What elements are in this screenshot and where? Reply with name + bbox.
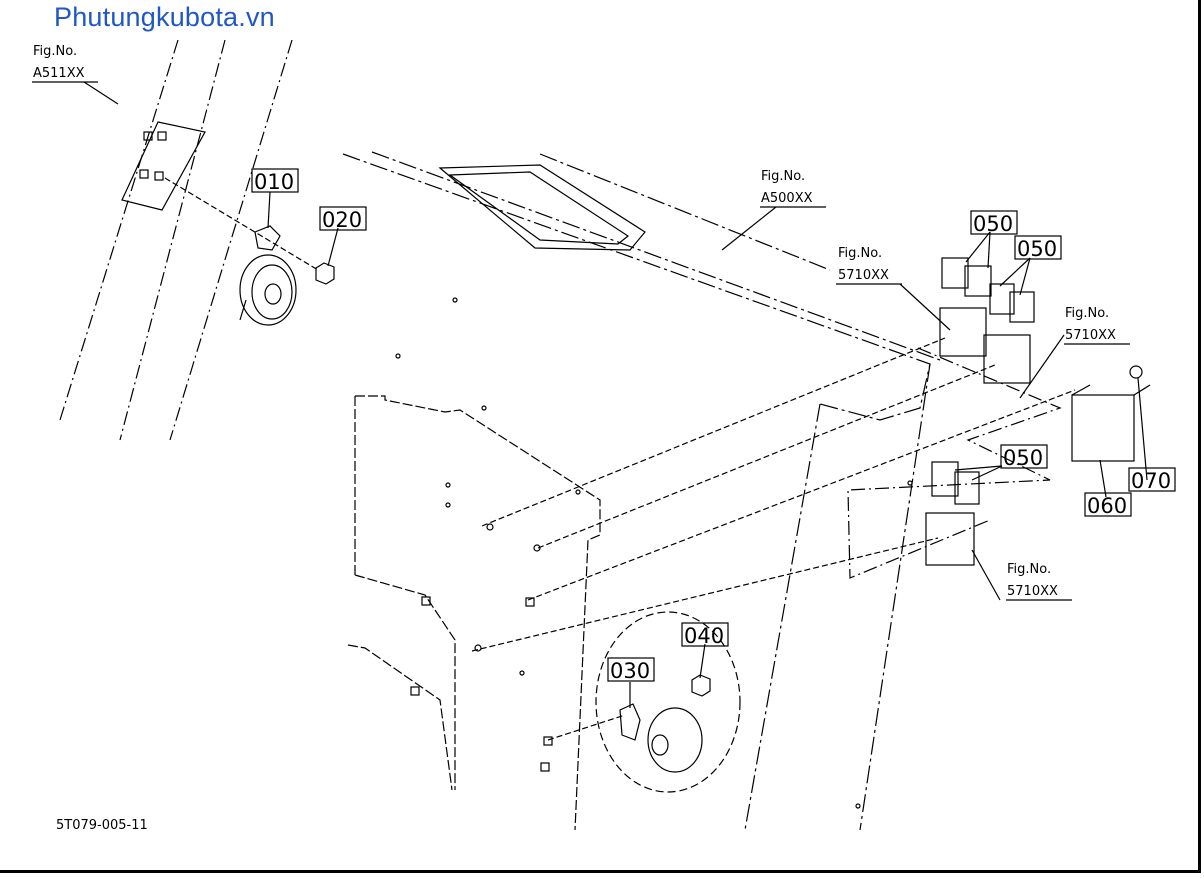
callout-070: 070 [1131,469,1171,493]
svg-text:A511XX: A511XX [33,66,85,81]
callout-060: 060 [1087,494,1127,518]
callout-050-c: 050 [1003,446,1043,470]
weld-nuts [410,596,553,772]
fig-ref-a511: Fig.No. A511XX [33,44,85,81]
svg-text:5710XX: 5710XX [838,268,889,283]
watermark: Phutungkubota.vn [54,2,275,32]
callout-010: 010 [254,170,294,194]
svg-text:5710XX: 5710XX [1007,584,1058,599]
fig-ref-5710-top: Fig.No. 5710XX [838,246,889,283]
top-opening [438,164,646,251]
fig-ref-5710-right: Fig.No. 5710XX [1065,306,1116,343]
bolt-070 [1129,365,1143,379]
callout-020: 020 [322,208,362,232]
inner-panel [347,395,601,831]
svg-text:Fig.No.: Fig.No. [33,44,77,59]
fig-ref-5710-bottom: Fig.No. 5710XX [1007,562,1058,599]
phantom-lines [164,177,1076,741]
horn-010 [239,225,297,326]
callout-050-a: 050 [973,212,1013,236]
svg-text:Fig.No.: Fig.No. [838,246,882,261]
fig-ref-a500: Fig.No. A500XX [761,169,813,206]
callout-030: 030 [610,659,650,683]
figure-id: 5T079-005-11 [56,818,148,833]
mount-holes [395,297,913,809]
horn-030 [595,611,741,793]
relays-050-b [989,283,1035,323]
callout-050-b: 050 [1017,237,1057,261]
relays-050-a [939,257,1031,384]
left-pillar [59,39,293,441]
svg-text:A500XX: A500XX [761,191,813,206]
svg-text:Fig.No.: Fig.No. [761,169,805,184]
cut-lines [847,347,1062,579]
callout-leaders [32,81,1148,708]
nut-020 [315,262,335,285]
left-bracket [121,121,206,211]
svg-text:Fig.No.: Fig.No. [1007,562,1051,577]
control-unit-060 [1071,384,1151,462]
callout-040: 040 [684,624,724,648]
nut-040 [691,674,711,697]
svg-text:Fig.No.: Fig.No. [1065,306,1109,321]
relays-050-c [925,461,980,566]
svg-text:5710XX: 5710XX [1065,328,1116,343]
